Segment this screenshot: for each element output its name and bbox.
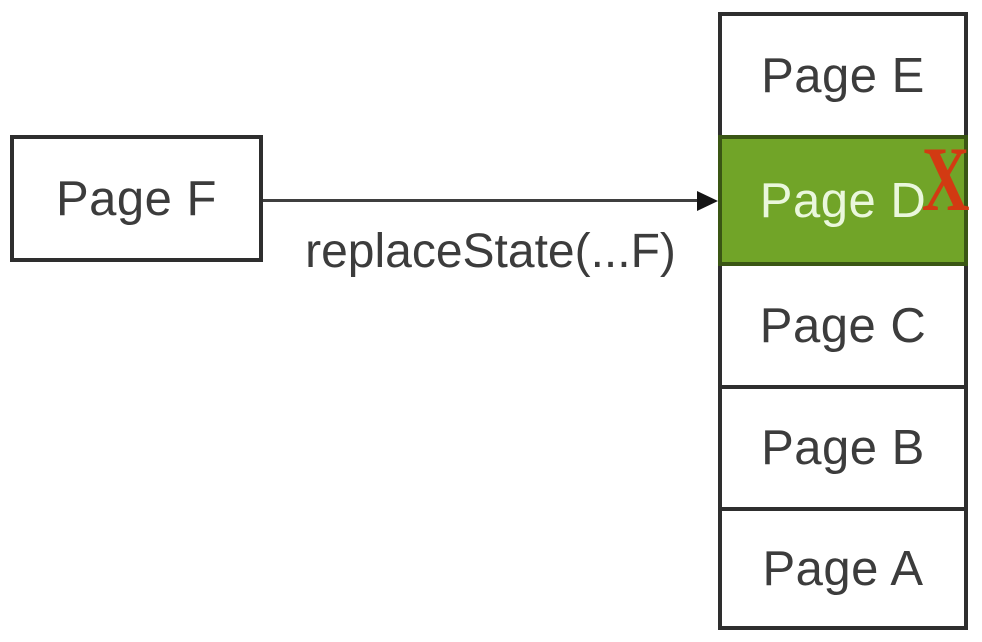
x-mark-icon: X [921, 128, 970, 230]
arrow-line [263, 199, 703, 202]
page-a-label: Page A [762, 541, 924, 596]
page-b-label: Page B [761, 421, 925, 475]
stack-row-page-d: Page D X [718, 128, 970, 266]
page-f-box: Page F [10, 135, 263, 262]
page-d-label: Page D [759, 173, 927, 228]
stack-row-page-b: Page B [718, 385, 968, 511]
page-c-label: Page C [759, 298, 927, 353]
history-stack: Page E Page D X Page C Page B Page A [718, 12, 970, 630]
stack-row-page-c: Page C [718, 262, 968, 389]
replacestate-arrow-label: replaceState(...F) [305, 225, 676, 278]
page-f-label: Page F [56, 171, 217, 226]
arrow-head-icon [697, 191, 718, 211]
stack-row-page-e: Page E [718, 12, 968, 139]
stack-row-page-a: Page A [718, 507, 968, 630]
page-e-label: Page E [761, 48, 925, 103]
